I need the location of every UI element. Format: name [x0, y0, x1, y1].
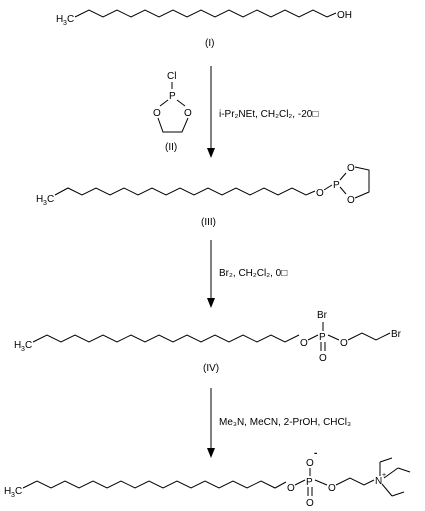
terminal-bromine: Br: [391, 329, 402, 340]
methyl-bond-right: [383, 467, 399, 479]
compound-IV: H 3 C O P Br O O Br (IV): [14, 310, 402, 374]
methyl-bond-up-tick: [379, 457, 393, 463]
step-2-reagents: Br₂, CH₂Cl₂, 0□: [219, 268, 287, 279]
ring-oxygen-bottom: O: [347, 195, 355, 206]
ring-oxygen-right: O: [184, 108, 192, 119]
phosphorus-atom: P: [333, 180, 340, 191]
alkyl-chain: [22, 480, 287, 489]
positive-charge: +: [382, 472, 386, 479]
ester-oxygen-left: O: [287, 483, 295, 494]
methyl-h: H: [4, 486, 11, 497]
alkyl-chain: [54, 187, 316, 196]
compound-II: Cl P O O (II): [153, 71, 192, 153]
linking-oxygen: O: [316, 188, 324, 199]
phosphorus-atom: P: [169, 91, 176, 102]
ester-oxygen-right: O: [340, 338, 348, 349]
ester-oxygen-left: O: [300, 338, 308, 349]
methyl-h: H: [56, 14, 63, 25]
methyl-c: C: [67, 14, 74, 25]
bromine-on-phosphorus: Br: [317, 310, 328, 321]
compound-IV-label: (IV): [203, 363, 219, 374]
ester-oxygen-right: O: [328, 483, 336, 494]
methyl-c: C: [25, 340, 32, 351]
phosphorus-atom: P: [319, 332, 326, 343]
methyl-bond-down: [381, 483, 393, 497]
step-3-reagents: Me₃N, MeCN, 2-PrOH, CHCl₃: [219, 417, 351, 428]
compound-III-label: (III): [201, 217, 216, 228]
oxide-oxygen: O: [306, 458, 314, 469]
phosphorus-atom: P: [306, 477, 313, 488]
step-1-reagents: i-Pr₂NEt, CH₂Cl₂, -20□: [219, 109, 318, 120]
methyl-subscript: 3: [21, 346, 25, 353]
negative-charge: -: [314, 448, 317, 459]
phosphoryl-oxygen: O: [306, 498, 314, 509]
methyl-subscript: 3: [11, 492, 15, 499]
nitrogen-atom: N: [375, 476, 382, 487]
alkyl-chain: [74, 9, 337, 18]
methyl-c: C: [47, 194, 54, 205]
compound-III: H 3 C O P O O (III): [36, 163, 370, 228]
methyl-subscript: 3: [43, 200, 47, 207]
methyl-c: C: [15, 486, 22, 497]
alkyl-chain: [32, 334, 300, 343]
methyl-bond-down-tick: [391, 491, 405, 497]
hydroxyl-group: OH: [337, 10, 352, 21]
methyl-h: H: [36, 194, 43, 205]
ring-oxygen-left: O: [153, 108, 161, 119]
reaction-arrow-3: [207, 388, 215, 458]
reaction-arrow-2: [207, 240, 215, 308]
methyl-subscript: 3: [63, 20, 67, 27]
chlorine-atom: Cl: [167, 71, 176, 82]
methyl-h: H: [14, 340, 21, 351]
compound-I-label: (I): [205, 38, 214, 49]
product-phosphocholine: H 3 C O P O - O O N +: [4, 448, 411, 509]
compound-II-label: (II): [165, 142, 177, 153]
compound-I: H 3 C OH (I): [56, 9, 352, 49]
reaction-arrow-1: [207, 66, 215, 158]
phosphoryl-oxygen: O: [319, 353, 327, 364]
ring-oxygen-top: O: [347, 163, 355, 174]
methyl-bond-right-tick: [397, 467, 411, 473]
